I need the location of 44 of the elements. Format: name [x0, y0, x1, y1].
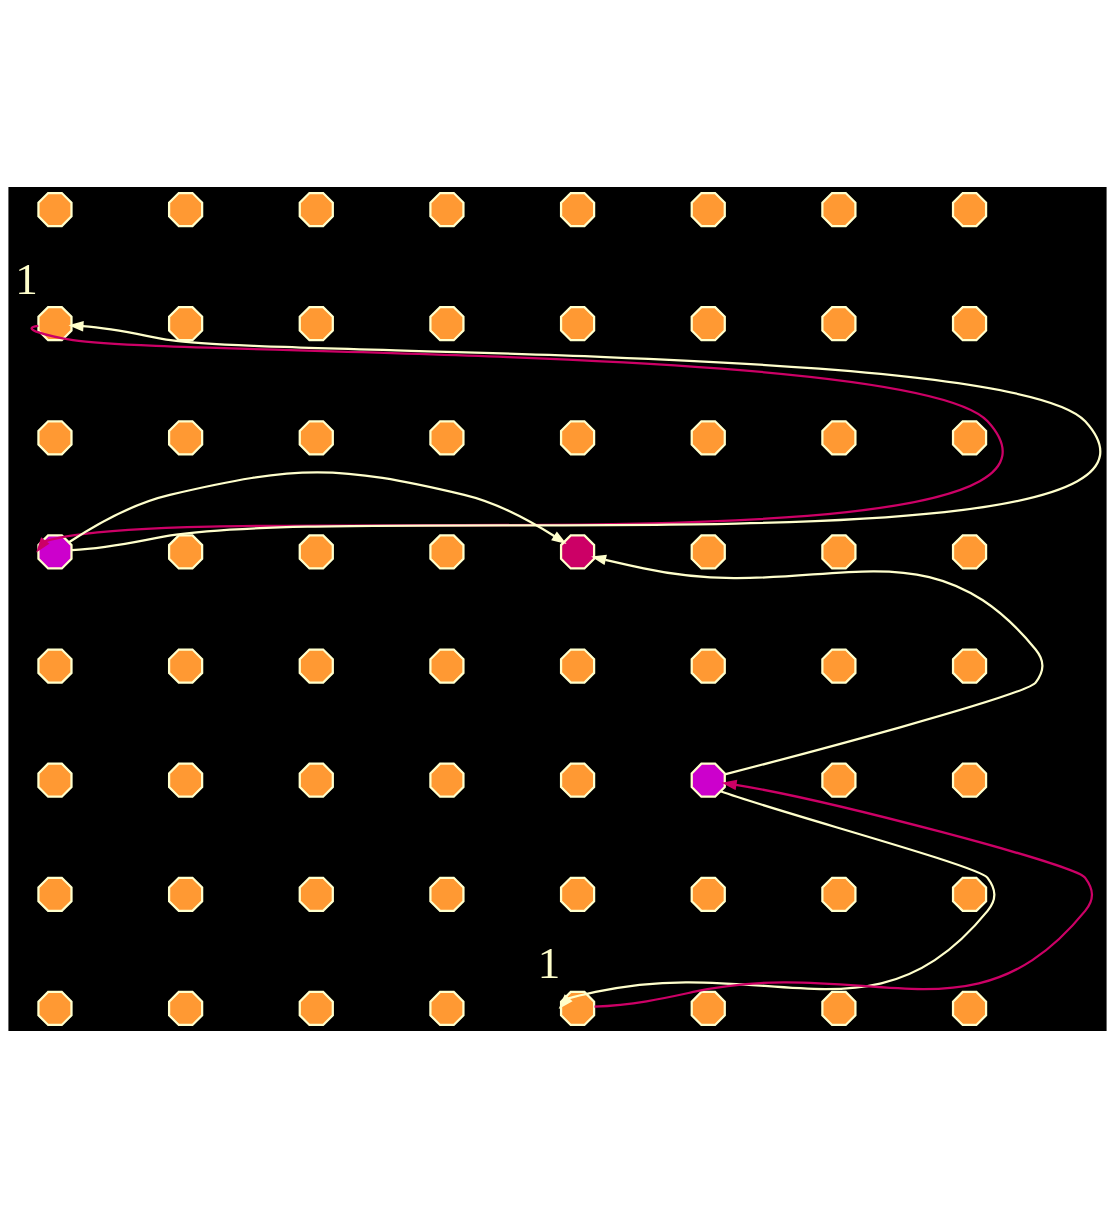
node-octagon	[37, 990, 73, 1027]
node-octagon	[167, 762, 204, 798]
node-octagon	[298, 191, 334, 228]
node-octagon	[821, 762, 857, 798]
node-octagon	[951, 648, 988, 684]
arrow	[594, 779, 1093, 1008]
node-octagon	[951, 762, 988, 798]
node-octagon	[821, 990, 857, 1027]
node-octagon	[429, 762, 465, 798]
node-octagon	[690, 191, 726, 228]
node-octagon	[559, 762, 596, 798]
node-octagon	[951, 191, 988, 228]
node-octagon	[429, 191, 465, 228]
node-label: 1	[15, 253, 38, 304]
node-octagon	[37, 191, 73, 228]
node-octagon	[559, 191, 596, 228]
node-octagon	[167, 191, 204, 228]
node-octagon	[167, 990, 204, 1027]
node-octagon	[690, 876, 726, 912]
node-octagon	[690, 990, 726, 1027]
arrow	[591, 554, 1044, 776]
node-octagon	[690, 762, 726, 798]
node-octagon	[37, 648, 73, 684]
node-octagon	[559, 648, 596, 684]
node-octagon	[821, 191, 857, 228]
node-octagon	[821, 648, 857, 684]
node-octagon	[298, 762, 334, 798]
node-octagon	[37, 876, 73, 912]
node-octagon	[821, 876, 857, 912]
node-octagon	[951, 876, 988, 912]
node-octagon	[559, 876, 596, 912]
node-octagon	[167, 648, 204, 684]
node-octagon	[167, 876, 204, 912]
node-octagon	[429, 990, 465, 1027]
node-octagon	[298, 648, 334, 684]
node-label: 1	[537, 938, 561, 989]
node-octagon	[298, 990, 334, 1027]
node-octagon	[37, 762, 73, 798]
node-octagon	[690, 648, 726, 684]
arrow	[558, 790, 996, 1009]
node-octagon	[429, 648, 465, 684]
node-octagon	[429, 876, 465, 912]
node-octagon	[298, 876, 334, 912]
node-octagon	[951, 990, 988, 1027]
